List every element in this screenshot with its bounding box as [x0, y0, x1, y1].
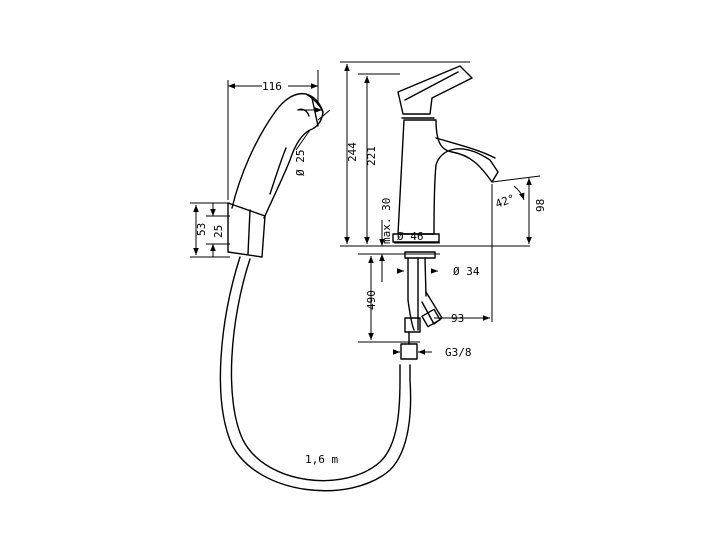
dim-hose-length: 1,6 m: [305, 453, 338, 466]
dimension-lines: [190, 61, 541, 355]
dim-thread: G3/8: [445, 346, 472, 359]
faucet: [392, 65, 499, 360]
wall-holder: [227, 202, 266, 258]
dim-max-thickness: max. 30: [380, 198, 393, 244]
dim-hole-dia: Ø 34: [453, 265, 480, 278]
dim-height-total: 244: [346, 142, 359, 162]
hose: [219, 256, 412, 492]
dim-height-spout: 221: [365, 146, 378, 166]
dim-base-dia: Ø 46: [397, 230, 424, 243]
dim-holder-inner: 25: [212, 225, 225, 238]
hand-shower: [231, 92, 324, 219]
dim-spout-height: 98: [534, 199, 547, 212]
dim-handshower-width: 116: [262, 80, 282, 93]
dim-spout-angle: 42°: [494, 192, 517, 211]
dim-handshower-dia: Ø 25: [294, 150, 307, 177]
dim-connection-length: 490: [365, 290, 378, 310]
dim-projection: 93: [451, 312, 464, 325]
dim-holder-height: 53: [195, 223, 208, 236]
